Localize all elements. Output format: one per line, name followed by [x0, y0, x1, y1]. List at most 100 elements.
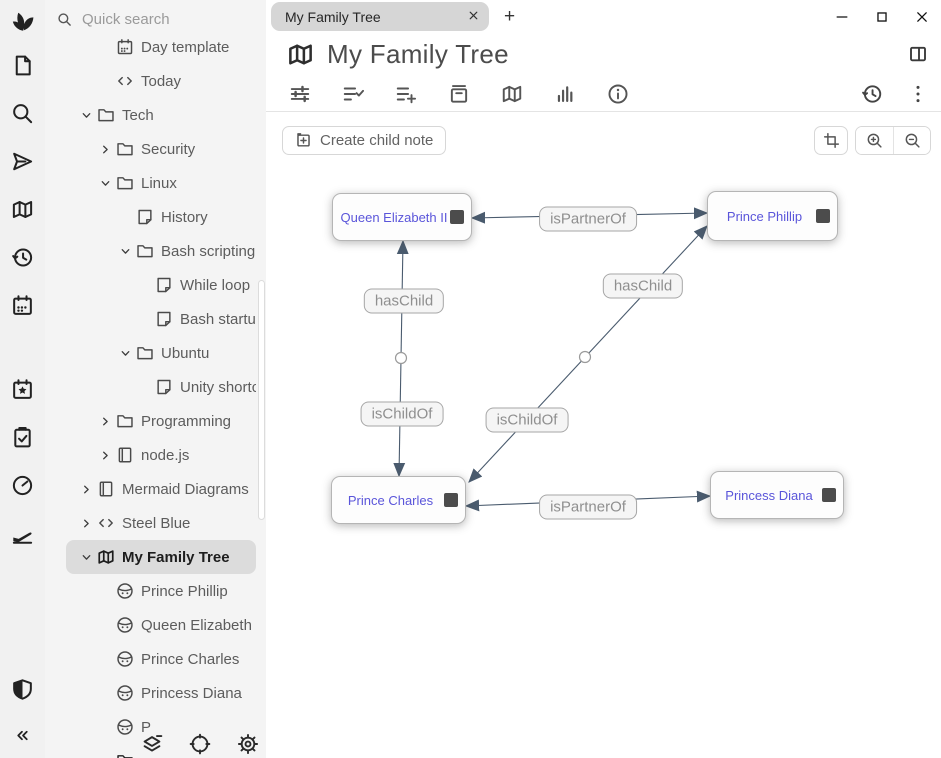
- plant-logo-icon[interactable]: [10, 8, 36, 34]
- chevron-right-icon[interactable]: [97, 141, 113, 157]
- person-icon: [116, 684, 134, 702]
- launcher-bar: [0, 0, 45, 758]
- tree-item-while-loop[interactable]: While loop: [66, 268, 256, 302]
- folder-icon: [116, 412, 134, 430]
- chevron-down-icon[interactable]: [78, 107, 94, 123]
- code-icon: [116, 72, 134, 90]
- map-node-prince-charles[interactable]: Prince Charles: [331, 476, 466, 524]
- relation-label-ispartnerof: isPartnerOf: [539, 494, 637, 520]
- tree-item-princess-diana[interactable]: Princess Diana: [66, 676, 256, 710]
- tree-item-programming[interactable]: Programming: [66, 404, 256, 438]
- tree-item-history[interactable]: History: [66, 200, 256, 234]
- new-note-icon[interactable]: [10, 52, 36, 78]
- relation-edges: [393, 207, 712, 512]
- person-icon: [116, 582, 134, 600]
- relation-label-ischildof: isChildOf: [360, 401, 444, 427]
- chevron-right-icon[interactable]: [97, 413, 113, 429]
- gauge-icon[interactable]: [10, 472, 36, 498]
- search-icon[interactable]: [10, 100, 36, 126]
- target-icon[interactable]: [189, 733, 211, 755]
- map-node-queen-elizabeth[interactable]: Queen Elizabeth II: [332, 193, 472, 241]
- airplane-icon[interactable]: [10, 520, 36, 546]
- quick-search-input[interactable]: [82, 10, 232, 28]
- relation-handle[interactable]: [816, 209, 830, 223]
- tree-item-ubuntu[interactable]: Ubuntu: [66, 336, 256, 370]
- new-tab-button[interactable]: +: [504, 6, 516, 27]
- map-node-prince-phillip[interactable]: Prince Phillip: [707, 191, 838, 241]
- chevron-right-icon[interactable]: [78, 515, 94, 531]
- main-pane: My Family Tree + My Family Tree: [266, 0, 941, 758]
- tree-item-day-template[interactable]: Day template: [66, 30, 256, 64]
- folder-icon: [116, 752, 134, 758]
- layers-minus-icon[interactable]: [141, 733, 163, 755]
- tree-item-unity-shortcuts[interactable]: Unity shortc: [66, 370, 256, 404]
- tree-item-prince-charles[interactable]: Prince Charles: [66, 642, 256, 676]
- relation-map-canvas[interactable]: Queen Elizabeth II Prince Phillip Prince…: [266, 1, 941, 758]
- note-icon: [155, 310, 173, 328]
- search-icon: [57, 12, 72, 27]
- crop-icon[interactable]: [814, 126, 848, 155]
- tree-bottom-buttons: [141, 733, 259, 755]
- tree-item-my-family-tree[interactable]: My Family Tree: [66, 540, 256, 574]
- tree-scrollbar-thumb[interactable]: [258, 280, 265, 520]
- relation-handle[interactable]: [450, 210, 464, 224]
- tree-item-queen-elizabeth[interactable]: Queen Elizabeth: [66, 608, 256, 642]
- person-icon: [116, 718, 134, 736]
- tree-item-linux[interactable]: Linux: [66, 166, 256, 200]
- note-tree-pane: Day template Today Tech Security Linux H…: [45, 0, 266, 758]
- zoom-out-icon[interactable]: [893, 127, 930, 154]
- history-icon[interactable]: [10, 244, 36, 270]
- tree-item-mermaid-diagrams[interactable]: Mermaid Diagrams: [66, 472, 256, 506]
- tree-item-steel-blue[interactable]: Steel Blue: [66, 506, 256, 540]
- map-node-princess-diana[interactable]: Princess Diana: [710, 471, 844, 519]
- tree-item-bash-scripting[interactable]: Bash scripting: [66, 234, 256, 268]
- page-title: My Family Tree: [327, 39, 509, 69]
- zoom-in-icon[interactable]: [856, 127, 893, 154]
- folder-icon: [136, 344, 154, 362]
- tree-item-today[interactable]: Today: [66, 64, 256, 98]
- map-icon: [97, 548, 115, 566]
- create-child-note-button[interactable]: Create child note: [282, 126, 447, 155]
- tree-item-prince-phillip[interactable]: Prince Phillip: [66, 574, 256, 608]
- collapse-chevrons-icon[interactable]: [10, 722, 36, 748]
- relation-handle[interactable]: [822, 488, 836, 502]
- tab-my-family-tree[interactable]: My Family Tree: [271, 2, 489, 31]
- chevron-right-icon[interactable]: [78, 481, 94, 497]
- calendar-star-icon[interactable]: [10, 376, 36, 402]
- folder-icon: [136, 242, 154, 260]
- ribbon-toolbar: [266, 76, 941, 112]
- chevron-down-icon[interactable]: [117, 243, 133, 259]
- tree-item-bash-startup[interactable]: Bash startu: [66, 302, 256, 336]
- tab-bar: My Family Tree +: [266, 0, 941, 33]
- chevron-down-icon[interactable]: [97, 175, 113, 191]
- chevron-down-icon[interactable]: [117, 345, 133, 361]
- relation-label-ischildof: isChildOf: [485, 407, 569, 433]
- chevron-right-icon[interactable]: [97, 447, 113, 463]
- tree-item-tech[interactable]: Tech: [66, 98, 256, 132]
- clipboard-check-icon[interactable]: [10, 424, 36, 450]
- relation-handle[interactable]: [444, 493, 458, 507]
- map-icon[interactable]: [10, 196, 36, 222]
- relation-label-haschild: hasChild: [363, 288, 445, 314]
- gear-icon[interactable]: [237, 733, 259, 755]
- book-icon: [116, 446, 134, 464]
- shield-icon[interactable]: [10, 676, 36, 702]
- calendar-icon[interactable]: [10, 292, 36, 318]
- person-icon: [116, 650, 134, 668]
- note-icon: [155, 276, 173, 294]
- quick-search[interactable]: [45, 0, 266, 30]
- tree-item-clipped-person[interactable]: P: [66, 710, 256, 744]
- tree-item-nodejs[interactable]: node.js: [66, 438, 256, 472]
- send-icon[interactable]: [10, 148, 36, 174]
- person-icon: [116, 616, 134, 634]
- tree-item-security[interactable]: Security: [66, 132, 256, 166]
- folder-icon: [97, 106, 115, 124]
- code-icon: [97, 514, 115, 532]
- zoom-controls: [855, 126, 931, 155]
- note-tree: Day template Today Tech Security Linux H…: [45, 30, 266, 758]
- book-icon: [97, 480, 115, 498]
- note-icon: [155, 378, 173, 396]
- folder-icon: [116, 174, 134, 192]
- chevron-down-icon[interactable]: [78, 549, 94, 565]
